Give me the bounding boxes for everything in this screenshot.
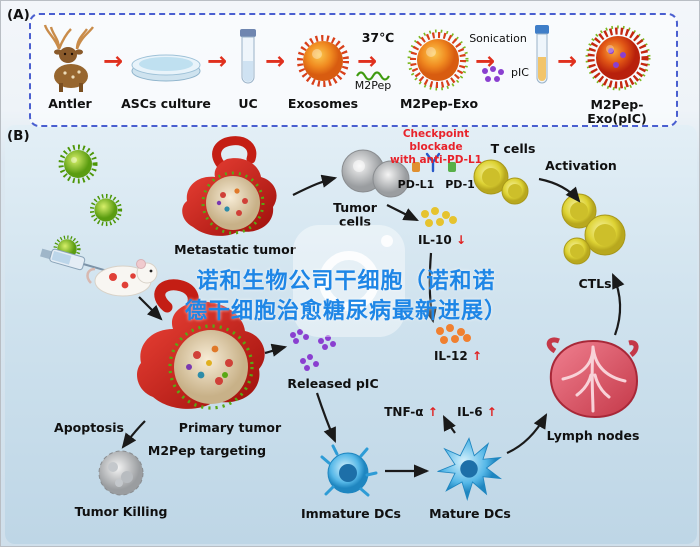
- il-12-dots-icon: [436, 324, 471, 344]
- label-tnf-alpha: TNF-α ↑: [375, 405, 447, 419]
- arrow-a5-icon: →: [475, 47, 496, 75]
- metastatic-tumor-organ: [182, 136, 277, 236]
- t-cells-icon: [473, 159, 529, 205]
- primary-tumor-organ: [137, 279, 265, 410]
- label-t-cells: T cells: [490, 141, 536, 156]
- label-sonication: Sonication: [469, 32, 527, 45]
- il-10-text: IL-10: [417, 233, 452, 247]
- panel-b-letter: (B): [7, 128, 30, 144]
- il-10-down-arrow: ↓: [455, 233, 467, 247]
- pd-1-receptor-icon: [448, 162, 456, 172]
- virus-particle-icon: [58, 144, 98, 184]
- label-m2pep-targeting: M2Pep targeting: [147, 443, 267, 458]
- watermark-logo-ring: [319, 251, 379, 311]
- label-temperature: 37℃: [361, 30, 395, 45]
- label-lymph-nodes: Lymph nodes: [546, 428, 640, 443]
- m2pep-peptide-icon: [356, 71, 390, 81]
- label-m2pep-exo-pic: M2Pep-Exo(pIC): [587, 97, 647, 127]
- label-metastatic-tumor: Metastatic tumor: [174, 242, 296, 257]
- label-checkpoint-blockade: Checkpoint blockade with anti-PD-L1: [377, 128, 495, 167]
- label-mature-dcs: Mature DCs: [429, 506, 511, 521]
- checkpoint-line1: Checkpoint blockade: [402, 128, 470, 154]
- arrow-a3-icon: →: [265, 47, 286, 75]
- il-10-dots-icon: [421, 207, 457, 227]
- mature-dc-icon: [437, 437, 503, 502]
- label-immature-dcs: Immature DCs: [301, 506, 401, 521]
- tnf-text: TNF-α: [384, 405, 424, 419]
- label-m2pep: M2Pep: [354, 79, 392, 92]
- arrow-a4-icon: →: [357, 47, 378, 75]
- label-uc: UC: [238, 96, 258, 111]
- released-pic-dots-icon: [290, 329, 336, 371]
- label-pic: pIC: [511, 66, 529, 79]
- il-12-text: IL-12: [433, 349, 468, 363]
- watermark-text-line2: 德干细胞治愈糖尿病最新进展）: [184, 299, 507, 324]
- tumor-cells-icon: [341, 149, 410, 198]
- syringe-icon: [40, 248, 106, 272]
- checkpoint-line2: with anti-PD-L1: [390, 154, 482, 167]
- il-12-up-arrow: ↑: [471, 349, 483, 363]
- exosome-icon: [297, 35, 349, 87]
- il-6-up-arrow: ↑: [486, 405, 497, 419]
- tnf-up-arrow: ↑: [427, 405, 438, 419]
- label-activation: Activation: [545, 158, 617, 173]
- uc-tube-icon: [240, 29, 256, 84]
- watermark-text-line1: 诺和生物公司干细胞（诺和诺: [196, 269, 496, 294]
- mouse-icon: [86, 259, 158, 297]
- label-tumor-killing: Tumor Killing: [74, 504, 168, 519]
- arrow-a6-icon: →: [557, 47, 578, 75]
- label-ascs-culture: ASCs culture: [121, 96, 211, 111]
- ctl-cells-icon: [561, 193, 626, 265]
- label-released-pic: Released pIC: [287, 376, 379, 391]
- petri-dish-icon: [131, 54, 201, 82]
- label-primary-tumor: Primary tumor: [178, 420, 282, 435]
- watermark-logo-dot: [381, 235, 393, 247]
- dying-tumor-cell-icon: [98, 450, 144, 496]
- deer-antler-icon: [43, 24, 94, 92]
- arrow-a2-icon: →: [207, 47, 228, 75]
- immature-dc-icon: [320, 444, 378, 497]
- m2pep-exo-pic-icon: [585, 25, 651, 91]
- arrow-a1-icon: →: [103, 47, 124, 75]
- lymph-nodes-icon: [546, 337, 639, 419]
- pd-l1-ligand-icon: [412, 162, 420, 172]
- label-antler: Antler: [48, 96, 92, 111]
- label-tumor-cells: Tumor cells: [333, 200, 377, 230]
- label-m2pep-exo: M2Pep-Exo: [399, 96, 479, 111]
- label-ctls: CTLs: [578, 276, 612, 291]
- label-il-6: IL-6 ↑: [449, 405, 505, 419]
- virus-particle-icon: [89, 193, 123, 227]
- m2pep-exo-icon: [407, 29, 469, 91]
- panel-a-letter: (A): [7, 7, 30, 23]
- label-il-12: IL-12 ↑: [425, 349, 491, 363]
- sonication-tube-icon: [535, 25, 549, 84]
- label-apoptosis: Apoptosis: [54, 420, 124, 435]
- watermark-logo: [293, 225, 405, 337]
- il-6-text: IL-6: [457, 405, 483, 419]
- label-il-10: IL-10 ↓: [407, 233, 477, 247]
- label-exosomes: Exosomes: [287, 96, 359, 111]
- anti-pd-l1-antibody-icon: [425, 152, 441, 173]
- label-pd-1: PD-1: [445, 178, 475, 191]
- pic-molecule-icon: [482, 66, 504, 82]
- label-pd-l1: PD-L1: [397, 178, 435, 191]
